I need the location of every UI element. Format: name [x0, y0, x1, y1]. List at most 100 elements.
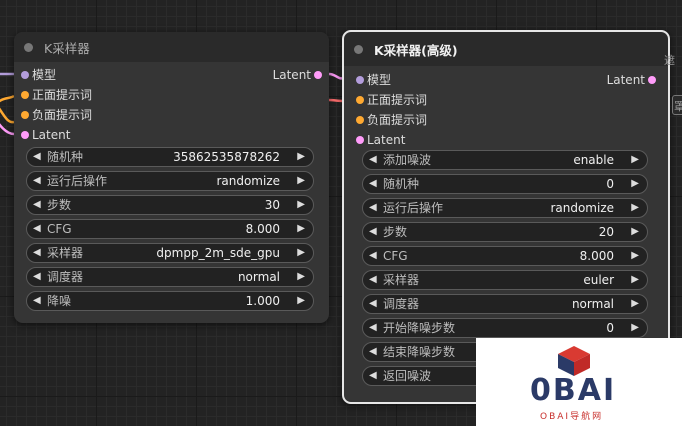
output-latent[interactable]: Latent [607, 73, 656, 87]
wire-latent-in [0, 123, 15, 136]
decrement-arrow-icon[interactable]: ◀ [33, 295, 41, 306]
widget-label: 随机种 [47, 150, 84, 164]
widget-4[interactable]: ◀ CFG 8.000 ▶ [362, 246, 648, 266]
widget-value: 35862535878262 [173, 150, 280, 164]
decrement-arrow-icon[interactable]: ◀ [369, 370, 377, 381]
widget-label: 采样器 [47, 246, 84, 260]
widget-2[interactable]: ◀ 步数 30 ▶ [26, 195, 314, 215]
negative-slot-icon[interactable] [356, 116, 364, 124]
negative-slot-icon[interactable] [21, 111, 29, 119]
input-latent[interactable]: Latent [356, 133, 405, 147]
increment-arrow-icon[interactable]: ▶ [631, 250, 639, 261]
decrement-arrow-icon[interactable]: ◀ [369, 250, 377, 261]
increment-arrow-icon[interactable]: ▶ [297, 175, 305, 186]
increment-arrow-icon[interactable]: ▶ [297, 271, 305, 282]
increment-arrow-icon[interactable]: ▶ [631, 202, 639, 213]
widget-label: 降噪 [47, 294, 72, 308]
decrement-arrow-icon[interactable]: ◀ [33, 175, 41, 186]
decrement-arrow-icon[interactable]: ◀ [369, 274, 377, 285]
edge-text-mid: 罩 [674, 100, 682, 113]
decrement-arrow-icon[interactable]: ◀ [33, 151, 41, 162]
decrement-arrow-icon[interactable]: ◀ [33, 223, 41, 234]
increment-arrow-icon[interactable]: ▶ [297, 247, 305, 258]
widget-value: normal [571, 297, 614, 311]
offscreen-node-edge[interactable]: 罩 [672, 95, 682, 115]
widget-3[interactable]: ◀ 步数 20 ▶ [362, 222, 648, 242]
input-negative[interactable]: 负面提示词 [356, 113, 427, 127]
wire-cond-in-1 [0, 94, 15, 103]
decrement-arrow-icon[interactable]: ◀ [33, 271, 41, 282]
input-positive[interactable]: 正面提示词 [21, 88, 92, 102]
edge-text-top: 遮 [664, 54, 675, 67]
latent-slot-icon[interactable] [21, 131, 29, 139]
decrement-arrow-icon[interactable]: ◀ [369, 178, 377, 189]
model-slot-icon[interactable] [356, 76, 364, 84]
increment-arrow-icon[interactable]: ▶ [631, 154, 639, 165]
node-titlebar[interactable]: K采样器 [14, 32, 329, 62]
latent-out-slot-icon[interactable] [314, 71, 322, 79]
input-negative[interactable]: 负面提示词 [21, 108, 92, 122]
increment-arrow-icon[interactable]: ▶ [631, 274, 639, 285]
wire-cond-in-2 [0, 107, 15, 124]
collapse-dot[interactable] [24, 42, 33, 52]
input-model[interactable]: 模型 [21, 68, 56, 82]
widget-4[interactable]: ◀ 采样器 dpmpp_2m_sde_gpu ▶ [26, 243, 314, 263]
node-titlebar[interactable]: K采样器(高级) [344, 32, 668, 66]
latent-out-slot-icon[interactable] [648, 76, 656, 84]
increment-arrow-icon[interactable]: ▶ [297, 199, 305, 210]
decrement-arrow-icon[interactable]: ◀ [369, 322, 377, 333]
node-title: K采样器(高级) [374, 42, 458, 58]
increment-arrow-icon[interactable]: ▶ [631, 178, 639, 189]
cube-logo-icon [558, 346, 590, 376]
decrement-arrow-icon[interactable]: ◀ [369, 202, 377, 213]
ksampler-node[interactable]: K采样器 模型 正面提示词 负面提示词 Latent Latent ◀ 随机种 35… [14, 32, 329, 323]
input-model[interactable]: 模型 [356, 73, 391, 87]
positive-slot-icon[interactable] [356, 96, 364, 104]
widget-label: 返回噪波 [383, 369, 432, 383]
model-slot-icon[interactable] [21, 71, 29, 79]
widget-label: 添加噪波 [383, 153, 432, 167]
input-latent[interactable]: Latent [21, 128, 70, 142]
increment-arrow-icon[interactable]: ▶ [631, 298, 639, 309]
widget-label: 步数 [383, 225, 408, 239]
increment-arrow-icon[interactable]: ▶ [297, 295, 305, 306]
watermark-logo-text: 0BAI [530, 373, 617, 408]
increment-arrow-icon[interactable]: ▶ [297, 151, 305, 162]
widget-label: CFG [383, 249, 408, 263]
positive-slot-icon[interactable] [21, 91, 29, 99]
widget-value: normal [237, 270, 280, 284]
decrement-arrow-icon[interactable]: ◀ [369, 298, 377, 309]
output-latent[interactable]: Latent [273, 68, 322, 82]
widget-value: 8.000 [245, 222, 280, 236]
widget-value: dpmpp_2m_sde_gpu [156, 246, 280, 260]
decrement-arrow-icon[interactable]: ◀ [33, 247, 41, 258]
increment-arrow-icon[interactable]: ▶ [297, 223, 305, 234]
widget-value: 20 [598, 225, 614, 239]
decrement-arrow-icon[interactable]: ◀ [369, 346, 377, 357]
widget-0[interactable]: ◀ 随机种 35862535878262 ▶ [26, 147, 314, 167]
decrement-arrow-icon[interactable]: ◀ [369, 226, 377, 237]
widget-value: 8.000 [579, 249, 614, 263]
widget-value: 30 [264, 198, 280, 212]
widget-label: 结束降噪步数 [383, 345, 456, 359]
collapse-dot[interactable] [354, 44, 363, 54]
decrement-arrow-icon[interactable]: ◀ [33, 199, 41, 210]
increment-arrow-icon[interactable]: ▶ [631, 226, 639, 237]
widget-label: 步数 [47, 198, 72, 212]
decrement-arrow-icon[interactable]: ◀ [369, 154, 377, 165]
widget-label: 开始降噪步数 [383, 321, 456, 335]
latent-slot-icon[interactable] [356, 136, 364, 144]
widget-label: 随机种 [383, 177, 420, 191]
input-positive[interactable]: 正面提示词 [356, 93, 427, 107]
increment-arrow-icon[interactable]: ▶ [631, 322, 639, 333]
